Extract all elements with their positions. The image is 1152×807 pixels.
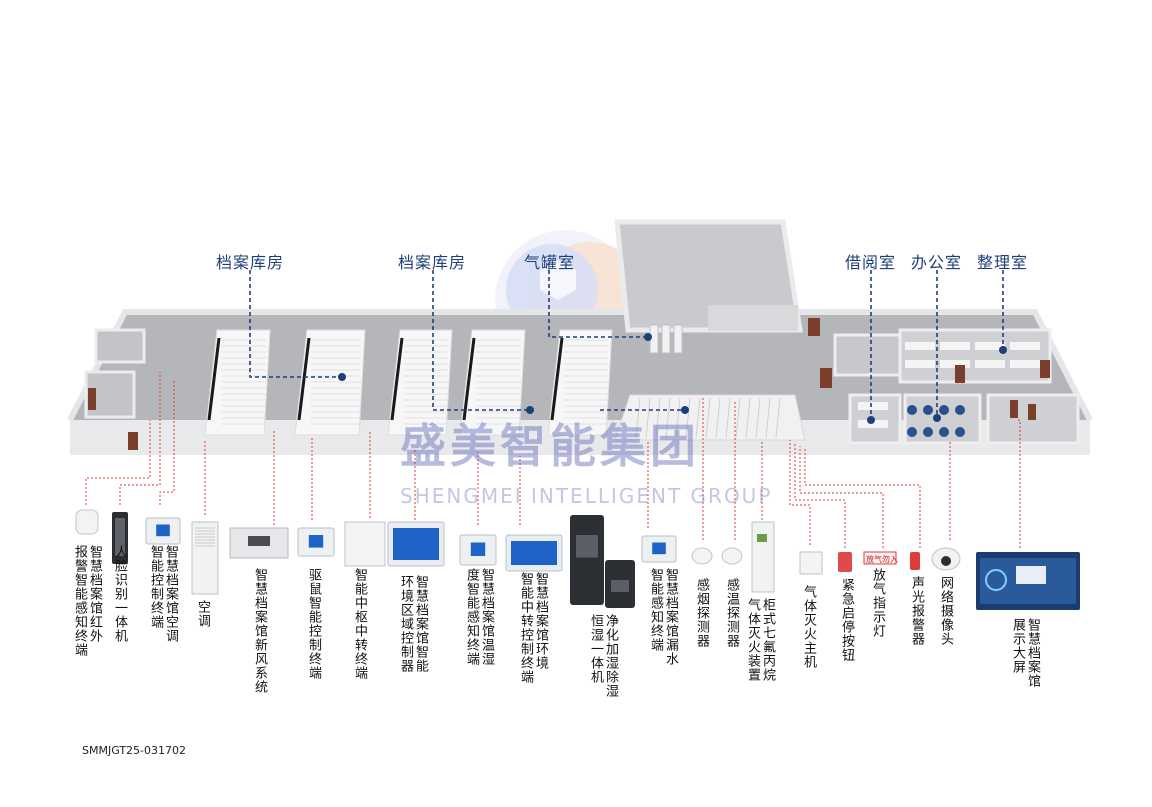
leader-release_lamp — [804, 448, 921, 548]
pointer-dot-archive-2 — [526, 406, 534, 414]
leader-estop — [799, 446, 884, 548]
document-code: SMMJGT25-031702 — [82, 744, 187, 757]
device-label-estop: 紧急启停按钮 — [839, 578, 854, 662]
display-screen-icon — [976, 552, 1080, 610]
leader-cabinet_fire — [789, 440, 811, 545]
device-label-rodent: 驱鼠智能控制终端 — [306, 568, 321, 680]
release-lamp-text: 放气勿入 — [866, 554, 898, 564]
heat-detector-icon — [721, 547, 743, 565]
smoke-detector-icon — [691, 547, 713, 565]
pointer-archive-2 — [432, 270, 530, 411]
watermark-company-en: SHENGMEI INTELLIGENT GROUP — [400, 484, 773, 508]
device-icons: 放气勿入 — [75, 509, 1080, 610]
emergency-button-icon — [838, 552, 852, 572]
hub-icon — [344, 521, 386, 567]
device-label-camera: 网络摄像头 — [938, 576, 953, 646]
right-rooms — [88, 318, 1080, 450]
controller-icon — [297, 527, 335, 557]
device-label-gas-host: 气体灭火主机 — [801, 585, 816, 669]
device-label-env-hub: 智慧档案馆环境 智能中转控制终端 — [518, 572, 548, 684]
pointer-dot-office — [933, 414, 941, 422]
controller-icon — [145, 517, 181, 545]
shelving-group — [204, 324, 806, 441]
indicator-lamp-icon: 放气勿入 — [863, 551, 898, 565]
panel-icon — [505, 534, 563, 572]
fresh-air-icon — [229, 527, 289, 559]
leader-ac_ctrl — [159, 380, 175, 505]
room-label-gas-room: 气罐室 — [524, 253, 576, 272]
left-room-1 — [94, 328, 146, 364]
compact-shelving-3 — [387, 329, 453, 436]
device-label-cabinet-fire: 柜式七氟丙烷 气体灭火装置 — [745, 598, 775, 682]
pointer-gas-room — [548, 270, 648, 338]
leader-face — [119, 372, 161, 505]
device-label-ac: 空调 — [195, 600, 210, 628]
device-label-face: 人脸识别一体机 — [112, 545, 127, 643]
compact-shelving-5 — [547, 329, 613, 436]
room-pointers — [249, 270, 1007, 424]
face-terminal-icon — [112, 512, 128, 564]
leader-gas_host — [794, 444, 846, 548]
alarm-icon — [910, 552, 920, 570]
gas-room-equipment — [614, 324, 806, 441]
room-label-archive-2: 档案库房 — [398, 253, 467, 272]
device-label-smoke: 感烟探测器 — [694, 578, 709, 648]
pointer-dot-gas-room-lower — [681, 406, 689, 414]
humidifier-icon — [605, 560, 635, 608]
device-label-ac-ctrl: 智慧档案馆空调 智能控制终端 — [148, 545, 178, 643]
fire-cabinet-icon — [751, 521, 775, 593]
air-conditioner-icon — [191, 521, 219, 595]
pointer-dot-gas-room — [644, 333, 652, 341]
device-leader-lines — [85, 372, 1021, 548]
device-label-leak: 智慧档案馆漏水 智能感知终端 — [648, 568, 678, 666]
room-label-sorting: 整理室 — [977, 253, 1029, 272]
watermark-company-cn: 盛美智能集团 — [400, 419, 700, 473]
controller-icon — [641, 535, 677, 563]
sensor-icon — [75, 509, 99, 535]
humidifier-icon — [570, 515, 604, 605]
device-label-fresh-air: 智慧档案馆新风系统 — [252, 568, 267, 694]
building-outline — [67, 309, 1093, 422]
pointer-archive-1 — [249, 270, 342, 378]
panel-icon — [387, 521, 445, 567]
device-label-purifier: 净化加湿除湿 恒湿一体机 — [588, 614, 618, 698]
room-label-office: 办公室 — [911, 253, 963, 272]
leader-camera — [1018, 419, 1021, 548]
gas-room-floor — [708, 305, 798, 331]
device-label-hub: 智能中枢中转终端 — [352, 568, 367, 680]
controller-icon — [459, 534, 497, 566]
camera-icon — [931, 547, 961, 571]
compact-shelving-1 — [204, 329, 271, 436]
device-label-alarm: 声光报警器 — [909, 576, 924, 646]
room-label-reading: 借阅室 — [845, 253, 897, 272]
device-label-release-lamp: 放气指示灯 — [870, 568, 885, 638]
device-label-screen: 智慧档案馆 展示大屏 — [1010, 618, 1040, 688]
fire-host-icon — [799, 551, 823, 575]
pointer-dot-sorting — [999, 346, 1007, 354]
compact-shelving-2 — [294, 329, 366, 436]
compact-shelving-4 — [459, 329, 526, 436]
pointer-dot-reading — [867, 416, 875, 424]
room-label-archive-1: 档案库房 — [216, 253, 285, 272]
gas-room-tower — [614, 219, 803, 333]
device-label-env-ctrl: 智慧档案馆智能 环境区域控制器 — [398, 575, 428, 673]
device-label-heat: 感温探测器 — [724, 578, 739, 648]
pointer-dot-archive-1 — [338, 373, 346, 381]
device-label-temp-hum: 智慧档案馆温湿 度智能感知终端 — [464, 568, 494, 666]
device-label-infrared: 智慧档案馆红外 报警智能感知终端 — [72, 545, 102, 657]
leader-infrared — [85, 420, 151, 505]
